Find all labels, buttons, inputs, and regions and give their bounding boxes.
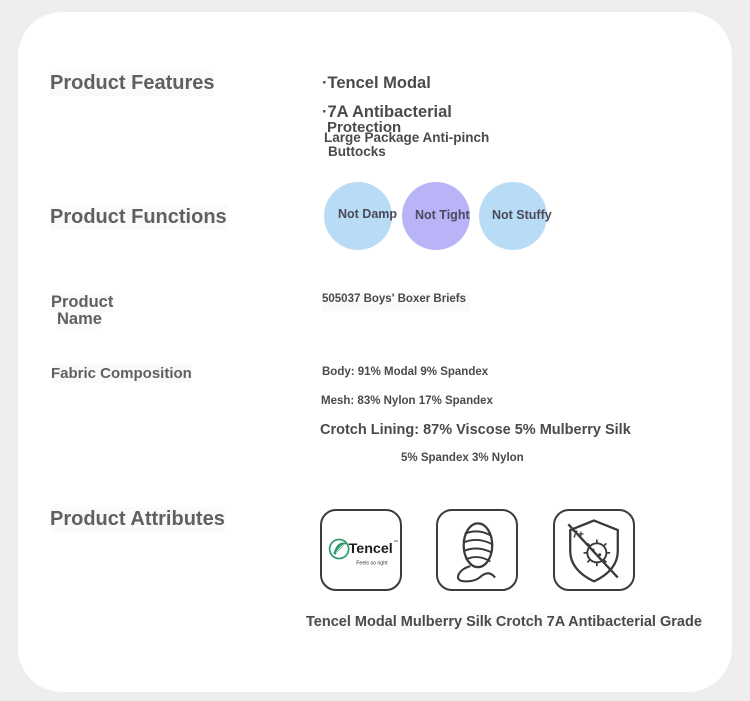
product-functions-label: Product Functions (50, 205, 227, 230)
product-attributes-label: Product Attributes (50, 507, 225, 532)
fabric-body-value: Body: 91% Modal 9% Spandex (322, 366, 489, 378)
fabric-crotch-value: Crotch Lining: 87% Viscose 5% Mulberry S… (320, 422, 631, 438)
function-not-tight-badge: Not Tight (402, 182, 470, 250)
feature-item-tencel: ·Tencel Modal (322, 74, 431, 92)
fabric-crotch-continued: 5% Spandex 3% Nylon (401, 452, 524, 464)
tencel-logo-graphic: Tencel ™ Feels so right (328, 538, 398, 566)
function-not-stuffy-badge: Not Stuffy (479, 182, 552, 250)
shield-virus-graphic: 7+ (567, 519, 619, 583)
product-features-label: Product Features (50, 71, 215, 96)
feature-item-large-package: Large Package Anti-pinch (324, 130, 490, 145)
silk-cocoon-graphic (456, 522, 496, 583)
product-name-value: 505037 Boys' Boxer Briefs (322, 293, 471, 311)
feature-item-buttocks: Buttocks (328, 144, 386, 159)
attributes-caption: Tencel Modal Mulberry Silk Crotch 7A Ant… (306, 613, 702, 631)
tencel-tm-text: ™ (393, 539, 398, 545)
feature-item-protection: Protection (327, 119, 402, 136)
product-name-label-line1: Product (51, 293, 114, 312)
fabric-composition-label: Fabric Composition (51, 364, 192, 383)
tencel-brand-text: Tencel (349, 541, 393, 557)
function-not-tight-text: Not Tight (415, 208, 470, 222)
tencel-tagline-text: Feels so right (356, 560, 388, 566)
mulberry-silk-cocoon-icon (436, 509, 518, 591)
tencel-logo-icon: Tencel ™ Feels so right (320, 509, 402, 591)
function-not-stuffy-text: Not Stuffy (492, 208, 552, 222)
fabric-mesh-value: Mesh: 83% Nylon 17% Spandex (321, 395, 493, 407)
function-not-damp-badge: Not Damp (324, 182, 397, 250)
function-not-damp-text: Not Damp (338, 207, 398, 221)
feature-item-antibacterial: ·7A Antibacterial (322, 103, 452, 121)
product-name-label-line2: Name (57, 310, 102, 329)
antibacterial-shield-icon: 7+ (553, 509, 635, 591)
